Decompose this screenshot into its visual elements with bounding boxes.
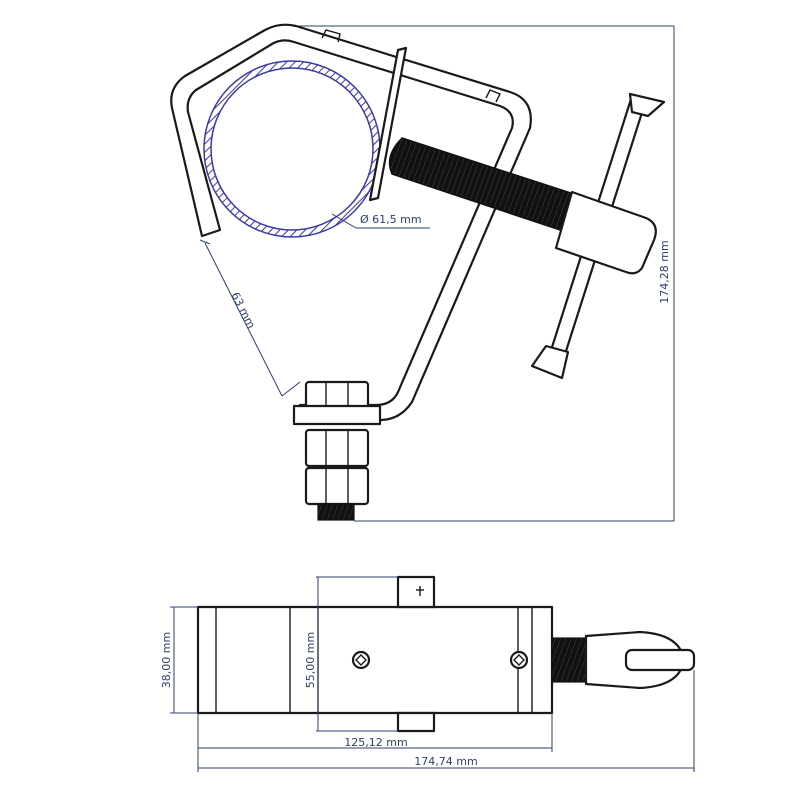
tommy-bar-end-top <box>628 92 666 118</box>
pipe-inner <box>210 67 374 231</box>
width-38-label: 38,00 mm <box>160 632 173 688</box>
bolt-thread <box>317 503 355 521</box>
top-tommy-bar <box>624 648 696 672</box>
opening-dimension-line <box>204 242 283 397</box>
opening-ext-top <box>199 239 211 245</box>
top-view: 38,00 mm 55,00 mm 125,12 mm 174,74 mm <box>160 575 696 772</box>
length-174-label: 174,74 mm <box>414 755 477 768</box>
lower-nut-1 <box>304 428 370 468</box>
lower-nut-2 <box>304 466 370 506</box>
top-thread <box>551 637 587 683</box>
top-nut <box>304 380 370 410</box>
top-plate <box>396 575 436 609</box>
hook-tab-top <box>321 29 341 43</box>
screw-left <box>351 650 371 670</box>
length-125-label: 125,12 mm <box>344 736 407 749</box>
threaded-rod <box>388 137 581 233</box>
base-plate <box>292 404 382 426</box>
height-label: 174,28 mm <box>658 240 671 303</box>
top-body <box>196 605 554 715</box>
screw-right <box>509 650 529 670</box>
pipe-diameter-label: Ø 61,5 mm <box>360 213 422 226</box>
hook-tab-right <box>485 89 501 103</box>
opening-ext-bottom <box>281 381 301 397</box>
tommy-bar-end-bottom <box>530 344 570 380</box>
handle-block <box>554 190 657 275</box>
width-55-label: 55,00 mm <box>304 632 317 688</box>
bottom-plate <box>396 711 436 733</box>
pipe-leader <box>331 213 357 229</box>
side-view: 174,28 mm Ø 61,5 mm <box>170 23 675 522</box>
opening-label: 63 mm <box>228 290 257 331</box>
safety-plate <box>368 46 408 202</box>
